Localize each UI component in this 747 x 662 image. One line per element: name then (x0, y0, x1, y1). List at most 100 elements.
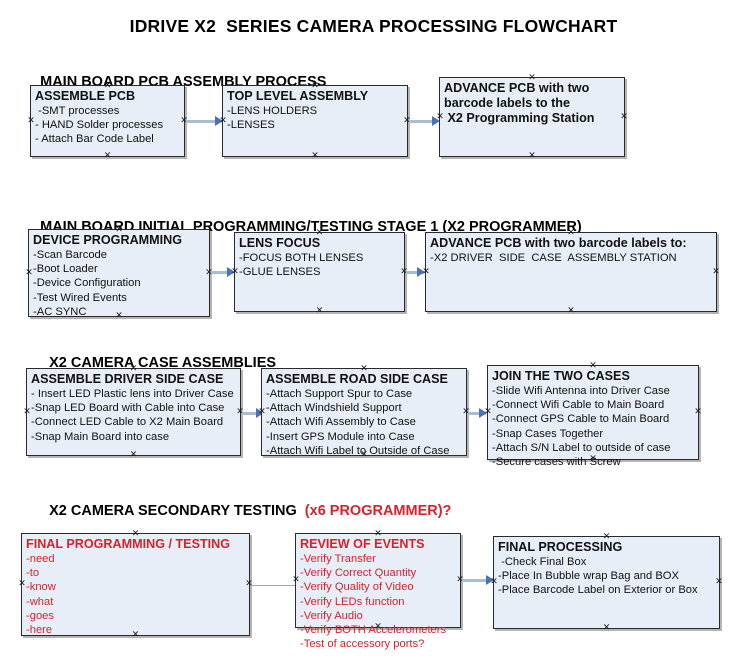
node-line: -LENSES (227, 119, 275, 132)
arrow-head-icon (227, 267, 235, 277)
node-assemble-road-side-case[interactable]: ASSEMBLE ROAD SIDE CASE -Attach Support … (261, 368, 467, 457)
node-heading: FINAL PROGRAMMING / TESTING (26, 537, 231, 551)
node-line: -Snap Main Board into case (31, 430, 170, 443)
node-line: -need (26, 553, 55, 565)
connector-driver-case-to-road-case (242, 412, 262, 415)
node-line: -Insert GPS Module into Case (266, 430, 415, 443)
arrow-head-icon (432, 116, 440, 126)
node-line: -Attach S/N Label to outside of case (492, 441, 671, 454)
node-assemble-driver-side-case[interactable]: ASSEMBLE DRIVER SIDE CASE - Insert LED P… (26, 368, 241, 456)
node-line: -GLUE LENSES (239, 266, 321, 279)
node-line: -Check Final Box (498, 556, 587, 568)
node-assemble-pcb[interactable]: ASSEMBLE PCB -SMT processes - HAND Solde… (30, 85, 185, 157)
node-line-overflow: -Test of accessory ports? (300, 638, 425, 651)
node-line: -X2 DRIVER SIDE CASE ASSEMBLY STATION (430, 252, 677, 264)
node-line: -Connect Wifi Cable to Main Board (492, 399, 665, 412)
node-line: -Scan Barcode (33, 249, 108, 261)
node-line: -know (26, 581, 56, 594)
node-advance-pcb-programming-station[interactable]: ADVANCE PCB with two barcode labels to t… (439, 77, 625, 157)
node-line: -Test Wired Events (33, 291, 127, 304)
node-final-programming-testing[interactable]: FINAL PROGRAMMING / TESTING -need -to -k… (21, 533, 250, 636)
node-line: -Attach Wifi Label to Outside of Case (266, 444, 450, 457)
node-heading: ASSEMBLE ROAD SIDE CASE (266, 372, 448, 386)
arrow-head-icon (256, 408, 264, 418)
node-heading: ASSEMBLE DRIVER SIDE CASE (31, 372, 224, 386)
node-final-processing[interactable]: FINAL PROCESSING -Check Final Box -Place… (493, 536, 720, 629)
section-title-text: X2 CAMERA SECONDARY TESTING (49, 503, 305, 519)
node-device-programming[interactable]: DEVICE PROGRAMMING -Scan Barcode -Boot L… (28, 229, 210, 318)
node-heading: FINAL PROCESSING (498, 540, 623, 554)
node-line: -FOCUS BOTH LENSES (239, 252, 364, 264)
node-heading: ADVANCE PCB with two (444, 81, 590, 95)
node-heading: TOP LEVEL ASSEMBLY (227, 89, 369, 103)
node-lens-focus[interactable]: LENS FOCUS -FOCUS BOTH LENSES -GLUE LENS… (234, 232, 405, 312)
node-line: -Verify BOTH Accelerometers (300, 624, 447, 637)
node-review-of-events[interactable]: REVIEW OF EVENTS -Verify Transfer -Verif… (295, 533, 461, 650)
connector-review-to-final-processing (462, 579, 490, 582)
node-line: -Verify Audio (300, 609, 363, 622)
node-line: -LENS HOLDERS (227, 105, 318, 117)
page-title: IDRIVE X2 SERIES CAMERA PROCESSING FLOWC… (129, 16, 618, 36)
node-line: -Boot Loader (33, 263, 98, 276)
arrow-head-icon (479, 408, 487, 418)
node-advance-pcb-driver-side-station[interactable]: ADVANCE PCB with two barcode labels to: … (425, 232, 717, 312)
node-line: -Verify Transfer (300, 553, 376, 565)
node-line: -Place Barcode Label on Exterior or Box (498, 584, 698, 597)
node-heading: JOIN THE TWO CASES (492, 369, 630, 383)
node-line: -AC SYNC (33, 305, 87, 318)
arrow-head-icon (215, 116, 223, 126)
connector-handle-bottom[interactable] (315, 307, 324, 316)
section-title-x2-camera-secondary-testing: X2 CAMERA SECONDARY TESTING (x6 PROGRAMM… (33, 487, 451, 535)
node-line: -Connect LED Cable to X2 Main Board (31, 416, 224, 429)
node-line: -goes (26, 609, 54, 622)
node-line: -to (26, 567, 40, 580)
connector-handle-bottom[interactable] (103, 152, 112, 161)
connector-device-programming-to-lens-focus (211, 271, 233, 274)
node-top-level-assembly[interactable]: TOP LEVEL ASSEMBLY -LENS HOLDERS -LENSES (222, 85, 408, 157)
connector-final-programming-to-review (251, 585, 296, 586)
connector-handle-right[interactable] (620, 113, 629, 122)
node-heading: ADVANCE PCB with two barcode labels to: (430, 236, 687, 250)
connector-assemble-pcb-to-top-level (186, 120, 220, 123)
node-heading: LENS FOCUS (239, 236, 321, 250)
node-line: -Slide Wifi Antenna into Driver Case (492, 385, 670, 397)
connector-lens-focus-to-advance-driver-side (406, 271, 424, 274)
node-line: - HAND Solder processes (35, 119, 164, 132)
node-join-the-two-cases[interactable]: JOIN THE TWO CASES -Slide Wifi Antenna i… (487, 365, 699, 468)
node-line: X2 Programming Station (444, 111, 595, 125)
node-heading: ASSEMBLE PCB (35, 89, 136, 103)
connector-handle-right[interactable] (715, 578, 724, 587)
section-title-text: X2 CAMERA CASE ASSEMBLIES (49, 355, 277, 371)
node-line: -Place In Bubble wrap Bag and BOX (498, 570, 679, 583)
node-line: -here (26, 624, 53, 637)
node-line: -Verify Quality of Video (300, 581, 414, 594)
section-title-x2-camera-case-assemblies: X2 CAMERA CASE ASSEMBLIES (33, 339, 276, 387)
connector-handle-bottom[interactable] (129, 451, 138, 460)
node-line: -SMT processes (35, 105, 120, 117)
node-line: -Snap LED Board with Cable into Case (31, 402, 225, 415)
connector-road-case-to-join-cases (468, 412, 486, 415)
node-line: barcode labels to the (444, 96, 570, 110)
arrow-head-icon (417, 267, 425, 277)
node-line: -Attach Support Spur to Case (266, 388, 413, 400)
node-line: -Secure cases with Screw (492, 456, 621, 469)
connector-handle-right[interactable] (712, 268, 721, 277)
connector-top-level-to-advance-pcb (409, 120, 437, 123)
node-line: -Device Configuration (33, 277, 141, 290)
node-line: -Attach Wifi Assembly to Case (266, 416, 416, 429)
node-line: -Connect GPS Cable to Main Board (492, 413, 670, 426)
connector-handle-bottom[interactable] (311, 152, 320, 161)
node-line: -Snap Cases Together (492, 427, 604, 440)
connector-handle-bottom[interactable] (602, 624, 611, 633)
connector-handle-bottom[interactable] (567, 307, 576, 316)
node-heading: REVIEW OF EVENTS (300, 537, 425, 551)
section-title-accent: (x6 PROGRAMMER)? (304, 503, 452, 519)
connector-handle-bottom[interactable] (528, 152, 537, 161)
node-line: -Verify LEDs function (300, 595, 405, 608)
node-heading: DEVICE PROGRAMMING (33, 233, 183, 247)
node-line: - Insert LED Plastic lens into Driver Ca… (31, 388, 234, 400)
node-line: -Verify Correct Quantity (300, 567, 417, 580)
connector-handle-right[interactable] (694, 408, 703, 417)
node-line: - Attach Bar Code Label (35, 133, 154, 146)
